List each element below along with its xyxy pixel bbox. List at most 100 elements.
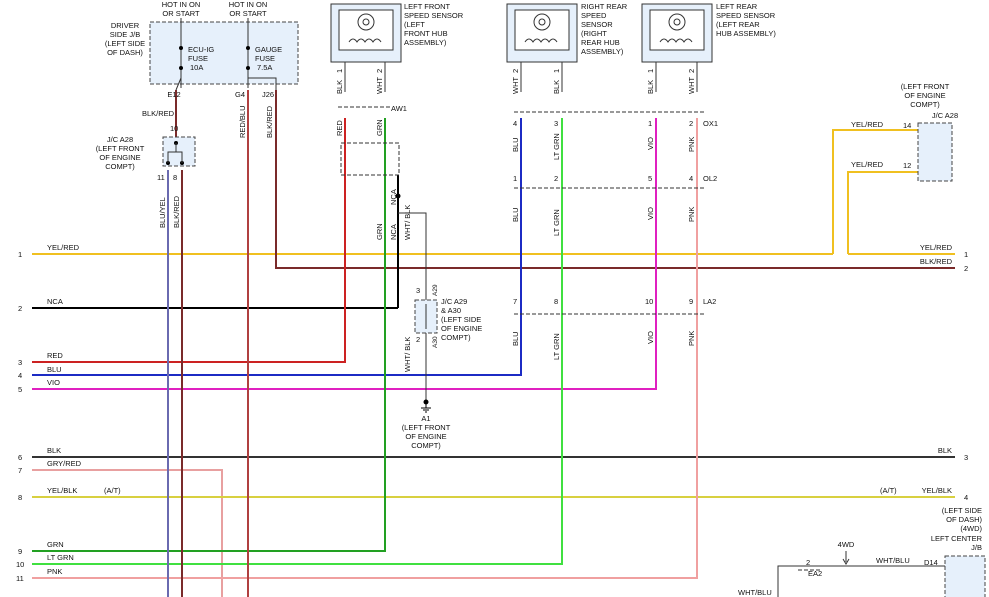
label-ltgrn-3: LT GRN xyxy=(552,333,561,360)
jc-a29-pin-3: 3 xyxy=(416,286,420,295)
label-wht-blk-2: WHT/ BLK xyxy=(403,337,412,372)
la2-pin-9: 9 xyxy=(689,297,693,306)
bus-right-label-8: YEL/BLK xyxy=(922,486,952,495)
sensor-lf-label-1: LEFT FRONT xyxy=(404,2,451,11)
sensor-rr-label-2: SPEED xyxy=(581,11,607,20)
connector-ox1: OX1 xyxy=(703,119,718,128)
sensor-lr-label-3: (LEFT REAR xyxy=(716,20,760,29)
pin-g4: G4 xyxy=(235,90,245,99)
lr-pin-1: 1 xyxy=(646,69,655,73)
bus-right-num-1: 1 xyxy=(964,250,968,259)
la2-pin-10: 10 xyxy=(645,297,653,306)
bus-num-3: 3 xyxy=(18,358,22,367)
sensor-rr-label-1: RIGHT REAR xyxy=(581,2,628,11)
ol2-pin-2: 2 xyxy=(554,174,558,183)
fuse1-line1: ECU-IG xyxy=(188,45,214,54)
label-ltgrn-2: LT GRN xyxy=(552,209,561,236)
wire-wht-blk xyxy=(398,212,427,300)
jb-title-2: SIDE J/B xyxy=(110,30,140,39)
bus-num-6: 6 xyxy=(18,453,22,462)
fuse2-line2: FUSE xyxy=(255,54,275,63)
ol2-pin-5: 5 xyxy=(648,174,652,183)
bus-label-9: GRN xyxy=(47,540,64,549)
ol2-pin-1: 1 xyxy=(513,174,517,183)
bus-num-4: 4 xyxy=(18,371,22,380)
rr-pin-2: 2 xyxy=(511,69,520,73)
fuse-node-1 xyxy=(179,46,183,50)
jc-a29-label-4: OF ENGINE xyxy=(441,324,482,333)
jc-a29-label-2: & A30 xyxy=(441,306,461,315)
ox1-pin-4: 4 xyxy=(513,119,517,128)
label-vio-1: VIO xyxy=(646,137,655,150)
jc-a29-label-5: COMPT) xyxy=(441,333,471,342)
d14-label: D14 xyxy=(924,558,938,567)
bus-label-4: BLU xyxy=(47,365,62,374)
lf-pin-1: 1 xyxy=(335,69,344,73)
bus-num-9: 9 xyxy=(18,547,22,556)
bus-wire-4-blu xyxy=(32,118,522,376)
pin-j26: J26 xyxy=(262,90,274,99)
bus-right-num-8: 4 xyxy=(964,493,968,502)
label-blu-2: BLU xyxy=(511,207,520,222)
lr-wire-wht: WHT xyxy=(687,77,696,94)
hot-label-2b: OR START xyxy=(229,9,267,18)
label-blk-red-8: BLK/RED xyxy=(172,195,181,228)
bus-label-10: LT GRN xyxy=(47,553,74,562)
bus-wire-10-ltgrn xyxy=(32,118,563,565)
fuse-jumper xyxy=(248,77,277,90)
jc-a30-code: A30 xyxy=(432,336,439,348)
label-blk-red-top: BLK/RED xyxy=(142,109,175,118)
bus-label-1: YEL/RED xyxy=(47,243,80,252)
rr-wire-blk: BLK xyxy=(552,80,561,94)
bus-right-num-2: 2 xyxy=(964,264,968,273)
ea2-label: EA2 xyxy=(808,569,822,578)
ox1-pin-3: 3 xyxy=(554,119,558,128)
jc-link xyxy=(167,143,183,163)
wire-wht-blu xyxy=(777,565,945,597)
fuse-node-2 xyxy=(179,66,183,70)
wht-blu-label-2: WHT/BLU xyxy=(738,588,772,597)
label-wht-blk-1: WHT/ BLK xyxy=(403,205,412,240)
sensor-right-rear xyxy=(506,3,578,92)
lf-pin-2: 2 xyxy=(375,69,384,73)
right-yelred-14: YEL/RED xyxy=(851,120,884,129)
jb-title-4: OF DASH) xyxy=(107,48,143,57)
jc-a28-pin-10: 10 xyxy=(170,124,178,133)
bus-wire-5-vio xyxy=(32,118,657,390)
sensor-lr-label-4: HUB ASSEMBLY) xyxy=(716,29,776,38)
la2-pin-8: 8 xyxy=(554,297,558,306)
driver-side-jb-box xyxy=(149,21,299,85)
hot-label-2a: HOT IN ON xyxy=(229,0,268,9)
connector-la2: LA2 xyxy=(703,297,716,306)
fuse1-line3: 10A xyxy=(190,63,203,72)
jc-a28r-pin-14: 14 xyxy=(903,121,911,130)
fuse-node-3 xyxy=(246,46,250,50)
lf-wire-blk: BLK xyxy=(335,80,344,94)
jb-title-3: (LEFT SIDE xyxy=(105,39,145,48)
label-vio-3: VIO xyxy=(646,331,655,344)
sensor-lr-label-2: SPEED SENSOR xyxy=(716,11,776,20)
jc-a29-code: A29 xyxy=(432,284,439,296)
bus-label-2: NCA xyxy=(47,297,63,306)
label-red-blu: RED/BLU xyxy=(238,105,247,138)
ox1-pin-2: 2 xyxy=(689,119,693,128)
bus-num-7: 7 xyxy=(18,466,22,475)
bus-label-8: YEL/BLK xyxy=(47,486,77,495)
label-blu-3: BLU xyxy=(511,331,520,346)
rr-pin-1: 1 xyxy=(552,69,561,73)
jc-a28r-label-3: COMPT) xyxy=(910,100,940,109)
lf-wire-wht: WHT xyxy=(375,77,384,94)
label-blu-yel: BLU/YEL xyxy=(158,197,167,228)
label-vio-2: VIO xyxy=(646,207,655,220)
jb-label-2: J/B xyxy=(971,543,982,552)
right-yelred-12: YEL/RED xyxy=(851,160,884,169)
bus-num-10: 10 xyxy=(16,560,24,569)
sensor-lf-label-4: FRONT HUB xyxy=(404,29,448,38)
ol2-pin-4: 4 xyxy=(689,174,693,183)
bus-num-5: 5 xyxy=(18,385,22,394)
dash-label-3: (4WD) xyxy=(960,524,982,533)
left-center-jb-box xyxy=(944,555,986,597)
jc-a28r-label-4: J/C A28 xyxy=(932,111,958,120)
arrow-head xyxy=(842,558,850,565)
bus-num-1: 1 xyxy=(18,250,22,259)
